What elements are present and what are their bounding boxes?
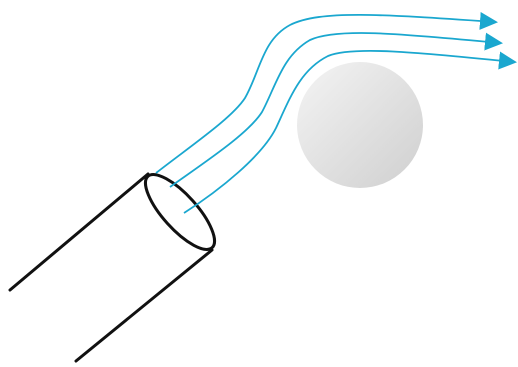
tube-opening bbox=[143, 173, 217, 251]
flow-line-1 bbox=[155, 11, 498, 174]
flow-line-3 bbox=[183, 49, 517, 214]
flow-line-2 bbox=[169, 32, 503, 188]
tube-upper-edge bbox=[8, 172, 150, 292]
tube-lower-edge bbox=[74, 248, 214, 363]
tube bbox=[8, 172, 217, 363]
sphere bbox=[297, 62, 423, 188]
flow-lines bbox=[155, 11, 517, 214]
